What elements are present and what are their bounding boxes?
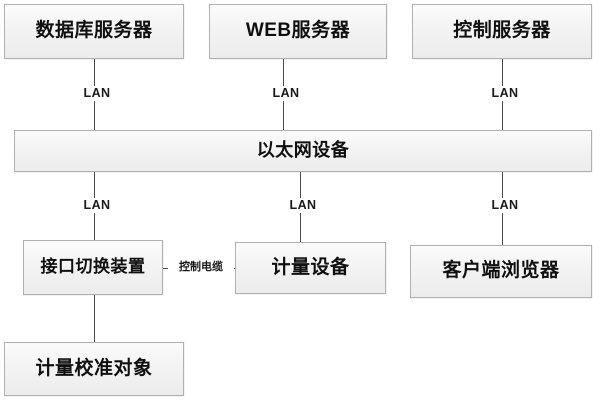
node-interface-switch-label: 接口切换装置	[40, 257, 146, 277]
edge-label-control-cable: 控制电缆	[168, 261, 234, 274]
node-interface-switch[interactable]: 接口切换装置	[23, 240, 163, 295]
node-web-server[interactable]: WEB服务器	[209, 4, 387, 59]
node-control-server-label: 控制服务器	[453, 20, 551, 42]
edge-label-lan-client-browser: LAN	[486, 198, 524, 213]
edge-label-lan-database: LAN	[78, 86, 116, 101]
node-metering-device[interactable]: 计量设备	[235, 242, 386, 294]
node-ethernet-device[interactable]: 以太网设备	[14, 130, 592, 172]
node-calibration-target[interactable]: 计量校准对象	[4, 342, 184, 396]
edge-label-lan-interface-switch: LAN	[78, 198, 116, 213]
node-control-server[interactable]: 控制服务器	[412, 4, 592, 59]
edge-label-lan-control: LAN	[486, 86, 524, 101]
node-client-browser-label: 客户端浏览器	[442, 260, 560, 282]
node-metering-device-label: 计量设备	[271, 256, 350, 278]
edge-label-lan-metering-device: LAN	[284, 198, 322, 213]
node-database-server[interactable]: 数据库服务器	[4, 4, 184, 59]
connector-interface-switch-to-calibration-target	[94, 295, 95, 342]
node-database-server-label: 数据库服务器	[35, 20, 153, 42]
edge-label-lan-web: LAN	[267, 86, 305, 101]
node-ethernet-device-label: 以太网设备	[256, 140, 350, 161]
node-web-server-label: WEB服务器	[245, 20, 351, 42]
node-client-browser[interactable]: 客户端浏览器	[410, 245, 592, 298]
node-calibration-target-label: 计量校准对象	[35, 357, 153, 379]
